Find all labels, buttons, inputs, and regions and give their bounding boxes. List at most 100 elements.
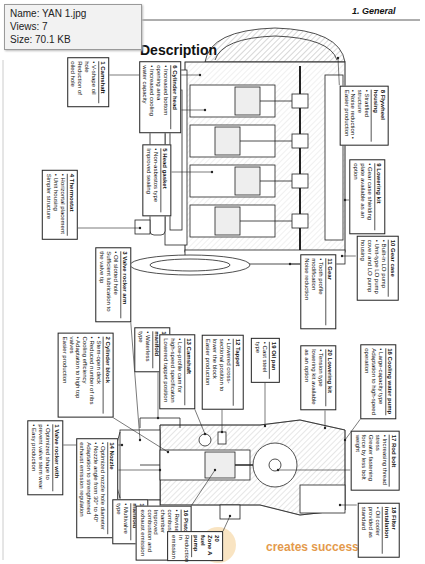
- callout-heading: 17 Rod bolt: [389, 434, 397, 486]
- callout-text: Improved sealing: [146, 148, 153, 212]
- callout-text: Easier production: [204, 339, 211, 406]
- leader-dot: [157, 417, 159, 419]
- leader-dot: [199, 74, 201, 76]
- callout-heading: 12 Tappet: [232, 339, 240, 406]
- callout-text: • Gear case shielding plate available as…: [352, 163, 373, 230]
- callout-text: • Unit housing: [52, 174, 59, 236]
- callout-heading: 20 Zone A fuel pump: [192, 535, 221, 557]
- callout-box: 8 Flywheel housing• Stratified structure…: [339, 85, 388, 145]
- callout-text: Sufficient lubrication to the valve tip: [98, 251, 112, 318]
- leader-dot: [159, 469, 161, 471]
- callout-box: 1 Camshaft• V-shape oil holeReduction of…: [67, 57, 109, 107]
- callout-heading: 19 Oil pan: [268, 341, 276, 378]
- leader-line: [342, 256, 356, 257]
- leader-dot: [229, 515, 231, 517]
- callout-text: • Large-capacity type: [377, 348, 384, 415]
- leader-line: [340, 505, 357, 506]
- callout-text: • Increased bottom opening area: [156, 65, 170, 129]
- callout-text: Easier production: [60, 337, 67, 414]
- callout-text: • Lowered cross-sectional position to lo…: [211, 339, 232, 406]
- callout-heading: 16 Cooling water pump: [385, 348, 393, 415]
- callout-text: Reduction of oiled hole: [70, 61, 84, 103]
- callout-text: • Built-in LO pump: [379, 240, 386, 297]
- callout-text: Simpler structure: [45, 174, 52, 236]
- callout-box: 18 Filter installation• Oil cooler provi…: [357, 503, 399, 558]
- leader-line: [325, 410, 326, 428]
- callout-text: • Optimized shape to prevent valve stem …: [37, 424, 51, 491]
- callout-box: 10 Gear case• Built-in LO pump• Unit-typ…: [356, 236, 398, 301]
- callout-heading: 1 Camshaft: [98, 61, 106, 103]
- file-info-text: Views: 7: [10, 21, 48, 32]
- callout-text: Reduction in emission: [170, 535, 191, 557]
- callout-heading: 2 Cylinder block: [102, 337, 110, 414]
- callout-text: • Non-asbestos type: [153, 148, 160, 212]
- leader-dot: [324, 427, 326, 429]
- callout-text: Lowered tappet position: [162, 338, 169, 405]
- leader-line: [118, 470, 160, 471]
- watermark-text: creates success: [266, 540, 359, 554]
- callout-box: 1 Valve rocker with• Optimized shape to …: [27, 420, 63, 495]
- leader-dot: [339, 504, 341, 506]
- callout-text: Noise reduction: [303, 258, 310, 325]
- callout-box: 11 Gear• Tooth profile modificationNoise…: [300, 254, 336, 329]
- callout-heading: 11 Gear: [325, 258, 333, 325]
- callout-text: • Oil slotted hole: [112, 251, 119, 318]
- callout-text: Adaptation to strengthened exhaust emiss…: [79, 442, 93, 534]
- callout-heading: 1 Valve rocker with: [52, 424, 60, 491]
- leader-dot: [204, 109, 206, 111]
- callout-box: 6 Cylinder head• Increased bottom openin…: [139, 61, 181, 133]
- file-info-text: Name: YAN 1.jpg: [10, 8, 86, 19]
- callout-text: • Increasing thread stress: [374, 434, 388, 486]
- callout-text: • Low-profile cam for high-speed specifi…: [169, 338, 183, 405]
- callout-box: 16 Cooling water pump• Large-capacity ty…: [360, 344, 396, 419]
- callout-box: 5 Head gasket• Non-asbestos typeImproved…: [143, 144, 172, 216]
- leader-dot: [277, 469, 279, 471]
- callout-box: 2 Cylinder block• Stem-open deck• Reduce…: [57, 333, 113, 418]
- callout-text: • Waterless type: [137, 331, 151, 368]
- callout-box: 19 Oil pan• Cast steel type: [251, 337, 280, 382]
- callout-heading: 4 Thermostat: [67, 174, 75, 236]
- callout-text: • Optimized nozzle hole diameter: [99, 442, 106, 534]
- callout-text: • Noise reduction • Easier production: [342, 89, 356, 141]
- leader-line: [223, 516, 230, 531]
- callout-box: 3 Valve rocker arm• Oil slotted holeSuff…: [95, 247, 131, 322]
- callout-text: Greater fastening force by less bolt wei…: [353, 434, 374, 486]
- leader-line: [265, 382, 266, 426]
- callout-text: Cooling efficiency: [81, 337, 88, 414]
- leader-dot: [214, 469, 216, 471]
- callout-box: 13 Camshaft• Low-profile cam for high-sp…: [159, 334, 195, 409]
- header-rule: [135, 20, 420, 21]
- callout-heading: 8 Flywheel housing: [371, 89, 386, 141]
- callout-heading: 20 Lowering kit: [325, 349, 333, 406]
- callout-heading: 6 Cylinder head: [170, 65, 178, 129]
- callout-heading: 9 Lowering kit: [374, 163, 382, 230]
- callout-text: • Adaptation to high top valves: [67, 337, 81, 414]
- callout-text: • Tooth profile modification: [310, 258, 324, 325]
- leader-line: [338, 58, 339, 85]
- leader-line: [113, 418, 168, 452]
- callout-box: 12 Tappet• Lowered cross-sectional posit…: [201, 335, 243, 410]
- page-edge: [3, 60, 4, 560]
- callout-text: • Unit-type LO pump cover and LO pump ho…: [359, 240, 380, 297]
- callout-text: • Tension type lowering kit available as…: [303, 349, 324, 406]
- leader-dot: [289, 263, 291, 265]
- callout-box: 20 Zone A fuel pumpReduction in emission: [167, 531, 223, 561]
- leader-dot: [167, 451, 169, 453]
- callout-heading: 13 Camshaft: [184, 338, 192, 405]
- leader-dot: [121, 444, 123, 446]
- leader-dot: [211, 171, 213, 173]
- callout-heading: 5 Head gasket: [160, 148, 168, 212]
- callout-text: Improved combustion and exhaust emission: [138, 510, 159, 557]
- callout-text: • Cast steel type: [254, 341, 268, 378]
- file-info-text: Size: 70.1 KB: [10, 34, 71, 45]
- leader-line: [158, 372, 159, 418]
- callout-heading: 3 Valve rocker arm: [120, 251, 128, 318]
- callout-text: • Easy production: [30, 424, 37, 491]
- section-header: 1. General: [352, 6, 396, 16]
- callout-text: • V-shape oil hole: [84, 61, 98, 103]
- callout-box: 9 Lowering kit• Gear case shielding plat…: [349, 159, 385, 234]
- leader-line: [195, 409, 205, 434]
- callout-box: 20 Lowering kit• Tension type lowering k…: [300, 345, 336, 410]
- callout-heading: 18 Filter installation: [381, 507, 396, 554]
- leader-line: [171, 172, 212, 173]
